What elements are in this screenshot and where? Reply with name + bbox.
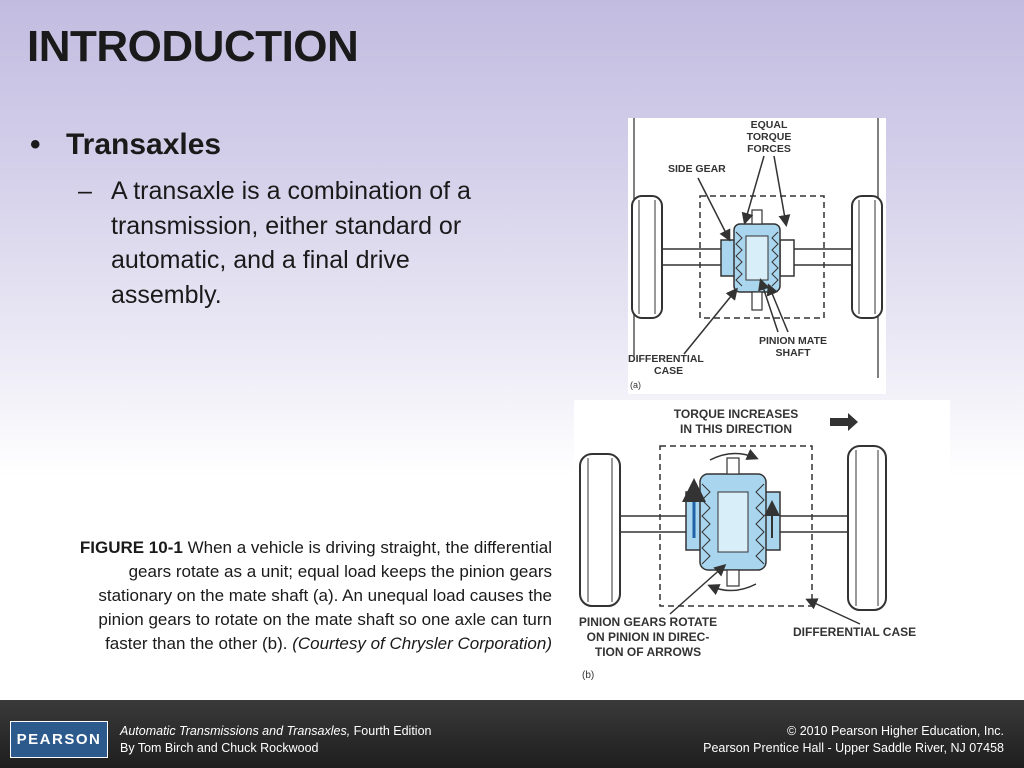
label-equal-2: TORQUE (747, 131, 792, 143)
label-torque-1: TORQUE INCREASES (674, 407, 798, 421)
footer-authors: By Tom Birch and Chuck Rockwood (120, 741, 319, 755)
footer-publisher-info: © 2010 Pearson Higher Education, Inc. Pe… (703, 723, 1004, 757)
figure-a-drawing: EQUAL TORQUE FORCES SIDE GEAR PINION MAT… (628, 118, 883, 390)
bullet-heading: Transaxles (66, 128, 222, 161)
slide-title: INTRODUCTION (27, 22, 359, 71)
label-pinion-rotate-1: PINION GEARS ROTATE (579, 615, 717, 629)
label-equal-3: FORCES (747, 143, 791, 155)
label-differential-1: DIFFERENTIAL (628, 353, 704, 365)
label-side-gear: SIDE GEAR (668, 163, 726, 175)
left-wheel (631, 195, 663, 319)
footer-copyright: © 2010 Pearson Higher Education, Inc. (787, 724, 1004, 738)
footer-publisher: Pearson Prentice Hall - Upper Saddle Riv… (703, 741, 1004, 755)
figure-caption: FIGURE 10-1 When a vehicle is driving st… (60, 536, 552, 656)
footer-book-info: Automatic Transmissions and Transaxles, … (120, 723, 431, 757)
footer-edition: Fourth Edition (350, 724, 432, 738)
panel-label-b: (b) (582, 670, 594, 681)
label-pinion-mate-2: SHAFT (776, 347, 812, 359)
footer-book-title: Automatic Transmissions and Transaxles, (120, 724, 351, 738)
pearson-logo: PEARSON (10, 721, 108, 758)
right-wheel-b (847, 445, 887, 611)
sub-bullet-text: A transaxle is a combination of a transm… (111, 177, 471, 309)
sub-bullet-dash: – (78, 177, 92, 205)
differential-housing (699, 195, 825, 319)
label-pinion-rotate-2: ON PINION IN DIREC- (587, 630, 710, 644)
panel-label-a: (a) (630, 380, 641, 390)
label-differential-2: CASE (654, 365, 683, 377)
differential-housing-b (659, 445, 813, 607)
figure-b: TORQUE INCREASES IN THIS DIRECTION (574, 400, 950, 690)
side-gear-right (779, 239, 795, 277)
label-torque-2: IN THIS DIRECTION (680, 422, 792, 436)
caption-label: FIGURE 10-1 (79, 538, 183, 557)
right-wheel (851, 195, 883, 319)
figure-a: EQUAL TORQUE FORCES SIDE GEAR PINION MAT… (628, 118, 886, 394)
torque-direction-arrow (830, 413, 858, 431)
left-wheel-b (579, 453, 621, 607)
caption-credit: (Courtesy of Chrysler Corporation) (292, 634, 552, 653)
label-differential-case-b: DIFFERENTIAL CASE (793, 625, 916, 639)
label-pinion-rotate-3: TION OF ARROWS (595, 645, 701, 659)
side-gear-left (720, 239, 736, 277)
figure-b-drawing: TORQUE INCREASES IN THIS DIRECTION (579, 407, 916, 681)
label-pinion-mate-1: PINION MATE (759, 335, 827, 347)
bullet-item: • Transaxles (30, 128, 221, 162)
label-equal-1: EQUAL (751, 119, 788, 131)
footer-bar: PEARSON Automatic Transmissions and Tran… (0, 700, 1024, 768)
bullet-dot: • (30, 128, 41, 161)
caption-text: When a vehicle is driving straight, the … (98, 538, 552, 653)
